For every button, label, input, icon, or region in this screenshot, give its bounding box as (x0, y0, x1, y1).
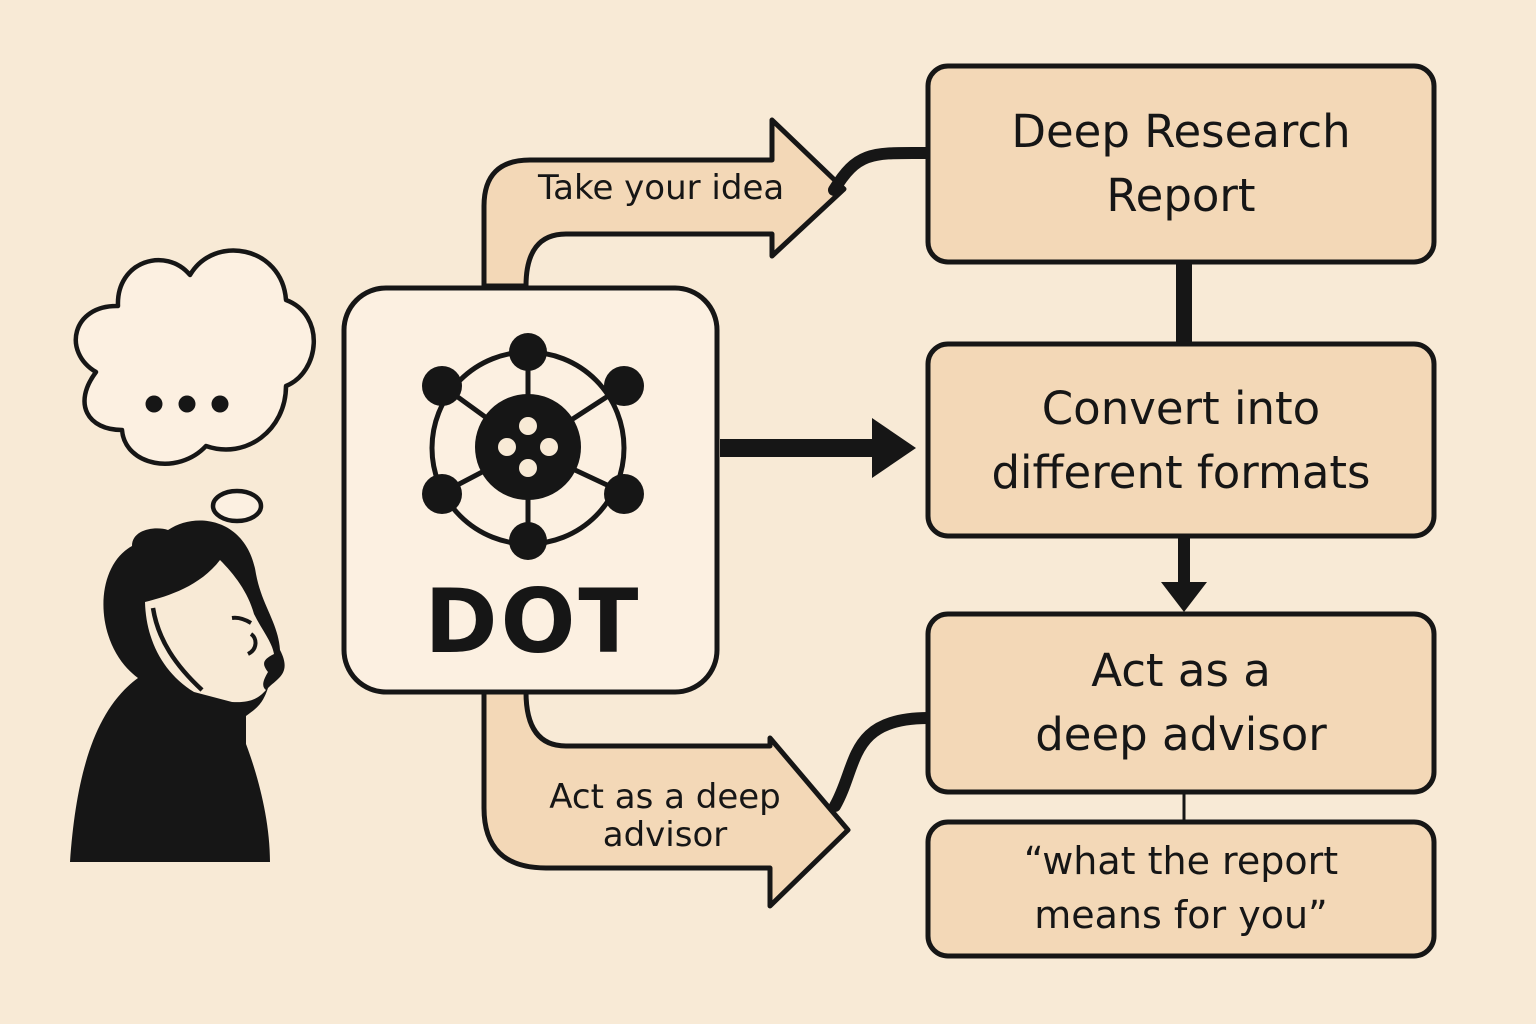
deep-advisor-arrow-label: Act as a deep advisor (549, 776, 781, 855)
connector-lines (720, 146, 1207, 822)
take-idea-label: Take your idea (538, 167, 785, 208)
take-idea-arrow (481, 117, 847, 289)
ellipsis-icon (145, 395, 229, 413)
dot-network-box (341, 285, 720, 695)
thought-bubble-icon (73, 248, 316, 524)
network-hub-icon (422, 333, 644, 560)
woman-profile-icon (70, 520, 285, 862)
deep-advisor-box-label: Act as a deep advisor (1035, 644, 1327, 761)
deep-research-box (925, 63, 1437, 265)
quote-box (925, 819, 1437, 959)
report-meaning-quote: “what the report means for you” (1023, 839, 1339, 937)
deep-advisor-arrow (481, 689, 851, 909)
convert-formats-label: Convert into different formats (991, 382, 1371, 499)
convert-box (925, 341, 1437, 539)
deep-research-report-label: Deep Research Report (1011, 105, 1351, 222)
advisor-box (925, 611, 1437, 795)
dot-label: DOT (424, 569, 642, 673)
